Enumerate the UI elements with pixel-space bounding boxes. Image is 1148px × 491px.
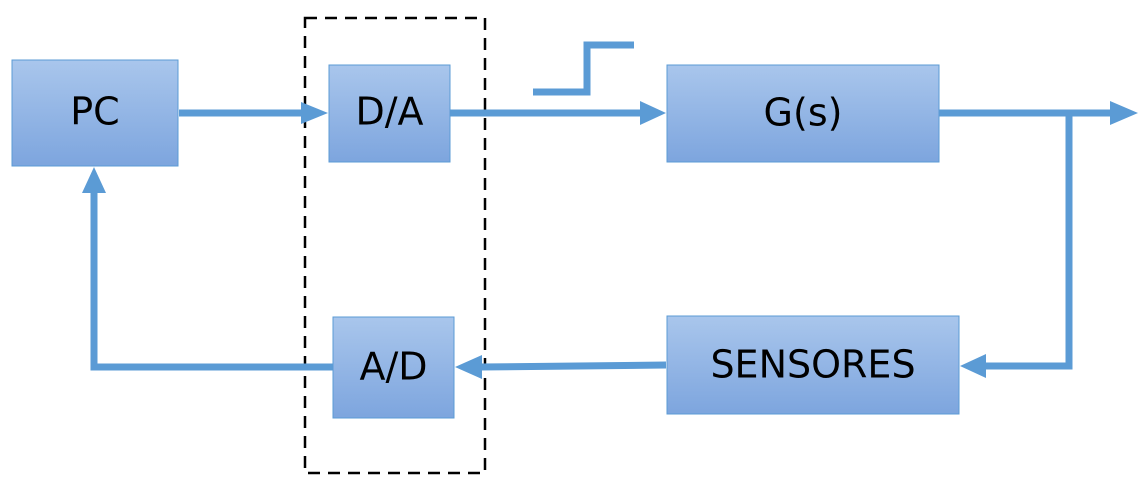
wire-sensors-to-ad xyxy=(479,361,667,371)
arrowhead-into-sensors xyxy=(960,354,986,378)
interface-boundary xyxy=(303,16,487,475)
block-pc: PC xyxy=(11,59,179,167)
arrowhead-output xyxy=(1110,101,1138,125)
block-pc-label: PC xyxy=(70,90,119,134)
wire-feedback-branch xyxy=(982,113,1073,370)
block-da: D/A xyxy=(328,64,451,163)
block-plant-label: G(s) xyxy=(764,91,843,135)
block-sensors: SENSORES xyxy=(666,315,960,415)
step-signal-icon xyxy=(533,41,634,96)
wire-ad-to-pc xyxy=(90,190,333,371)
block-plant: G(s) xyxy=(666,64,940,163)
block-da-label: D/A xyxy=(355,90,423,134)
block-ad: A/D xyxy=(332,316,455,419)
arrowhead-into-pc xyxy=(82,167,106,193)
connections xyxy=(82,101,1138,379)
arrowhead-into-plant xyxy=(640,101,666,125)
block-sensors-label: SENSORES xyxy=(710,343,915,387)
arrowhead-into-ad xyxy=(455,355,482,379)
block-ad-label: A/D xyxy=(359,345,427,389)
arrowhead-into-da xyxy=(301,102,328,124)
